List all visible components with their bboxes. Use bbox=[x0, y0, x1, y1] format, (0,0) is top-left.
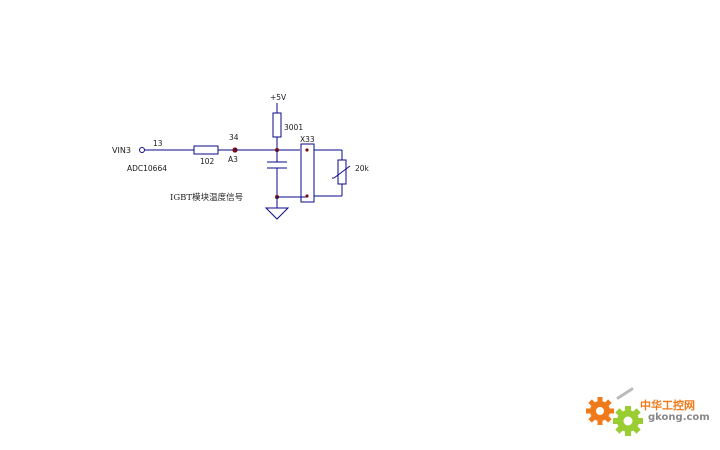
vin-label: VIN3 bbox=[112, 146, 131, 155]
connector-pin-1 bbox=[305, 148, 309, 152]
thermistor-arrow bbox=[333, 165, 351, 179]
connector-x33-label: X33 bbox=[300, 135, 315, 144]
connector-pin-2 bbox=[305, 194, 309, 198]
ground-symbol bbox=[264, 207, 290, 220]
supply-label: +5V bbox=[270, 93, 287, 102]
watermark-cn: 中华工控网 bbox=[640, 399, 695, 412]
port-a3-label: A3 bbox=[228, 155, 238, 164]
input-terminal bbox=[139, 147, 145, 153]
pin-13-label: 13 bbox=[153, 139, 163, 148]
pin-34-label: 34 bbox=[229, 133, 239, 142]
adc-label: ADC10664 bbox=[127, 164, 167, 173]
watermark-en: gkong.com bbox=[648, 412, 710, 423]
resistor-102-label: 102 bbox=[200, 157, 215, 166]
thermistor-20k-label: 20k bbox=[355, 164, 370, 173]
pullup-3001-label: 3001 bbox=[284, 123, 303, 132]
connector-x33 bbox=[300, 143, 315, 203]
pullup-resistor bbox=[272, 112, 282, 138]
input-resistor bbox=[193, 145, 219, 155]
caption-label: IGBT模块温度信号 bbox=[170, 192, 243, 203]
wrench-icon bbox=[616, 387, 634, 400]
gear-icon-orange bbox=[586, 397, 614, 425]
gear-icon-green bbox=[613, 406, 643, 436]
